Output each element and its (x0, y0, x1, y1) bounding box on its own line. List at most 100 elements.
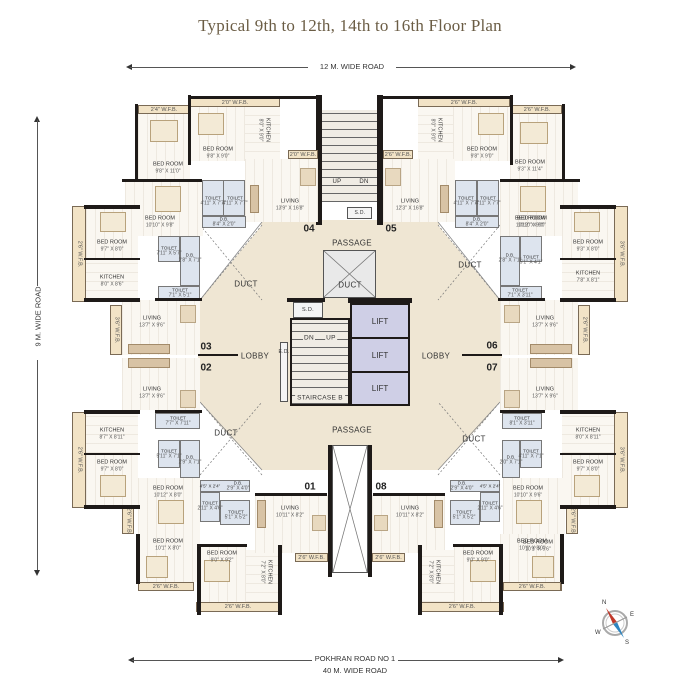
duct-label: DUCT (234, 279, 258, 289)
room-label: D.B.8'4" X 2'0" (212, 216, 236, 228)
room-label: D.B.2'0" X 7'1" (499, 454, 523, 466)
wall (84, 205, 140, 209)
kitchen (422, 550, 454, 602)
sofa (128, 344, 170, 354)
ed-box (280, 342, 288, 402)
sofa (440, 185, 449, 213)
wall (197, 544, 247, 547)
fb-label: 2'6" W.F.B. (72, 412, 86, 508)
flat-number-03: 03 (200, 341, 212, 353)
wall (560, 410, 616, 414)
fb-label: 2'0" W.F.B. (190, 98, 280, 107)
sofa (530, 358, 572, 368)
fb-label: 2'6" W.F.B. (383, 150, 413, 159)
road-line (398, 660, 558, 661)
fb-label: 2'6" W.F.B. (138, 582, 194, 591)
wall (122, 179, 202, 182)
wall (84, 298, 140, 302)
dining-table (385, 168, 401, 186)
wall (84, 505, 140, 509)
wall (155, 410, 202, 413)
top-road-label: 12 M. WIDE ROAD (319, 62, 385, 71)
dry-balcony (180, 236, 200, 286)
compass-north: N (602, 600, 607, 606)
kitchen (562, 260, 614, 300)
compass-west: W (595, 630, 601, 636)
bottom-road-label-1: POKHRAN ROAD NO 1 (314, 654, 396, 663)
bed-furniture (100, 475, 126, 497)
wall (560, 205, 616, 209)
top-stair-dn-label: DN (359, 179, 369, 185)
toilet (480, 492, 500, 522)
fb-label: 2'6" W.F.B. (295, 553, 328, 562)
wall (198, 354, 238, 356)
kitchen (245, 107, 280, 161)
fb-label: 2'6" W.F.B. (372, 553, 405, 562)
arrow-left-icon (128, 657, 134, 663)
bed-furniture (574, 475, 600, 497)
fb-label: 2'6" W.F.B. (566, 508, 578, 534)
kitchen (246, 550, 278, 602)
wall (368, 445, 372, 577)
dining-table (504, 305, 520, 323)
arrow-down-icon (34, 570, 40, 576)
dimension-label: 4'5" X 2'4" (199, 483, 221, 489)
wall (328, 445, 332, 577)
toilet (220, 500, 250, 525)
toilet (200, 492, 220, 522)
wall (453, 544, 503, 547)
wall (499, 545, 503, 615)
road-line (130, 67, 308, 68)
wall (560, 258, 616, 260)
room-label: D.B.2'8" X 7'1" (178, 252, 202, 264)
wall (287, 298, 325, 302)
sofa (257, 500, 266, 528)
toilet (450, 500, 480, 525)
wall (316, 95, 322, 225)
compass-east: E (630, 612, 635, 618)
bed-furniture (100, 212, 126, 232)
wall (560, 453, 616, 455)
fb-label: 2'6" W.F.B. (196, 602, 280, 612)
flat-number-07: 07 (486, 362, 498, 374)
fb-label: 3'6" W.F.B. (110, 305, 122, 355)
lift-2: LIFT (350, 337, 410, 373)
room-label: D.B.2'9" X 7'1" (178, 454, 202, 466)
stair-dn-label: DN (303, 334, 315, 342)
road-line (396, 67, 570, 68)
sofa (128, 358, 170, 368)
dry-balcony (180, 440, 200, 478)
duct-label: DUCT (214, 428, 238, 438)
wall (498, 298, 545, 301)
bed-furniture (198, 113, 224, 135)
bed-furniture (146, 556, 168, 578)
toilet (158, 236, 180, 262)
arrow-right-icon (570, 64, 576, 70)
lift-3: LIFT (350, 371, 410, 406)
